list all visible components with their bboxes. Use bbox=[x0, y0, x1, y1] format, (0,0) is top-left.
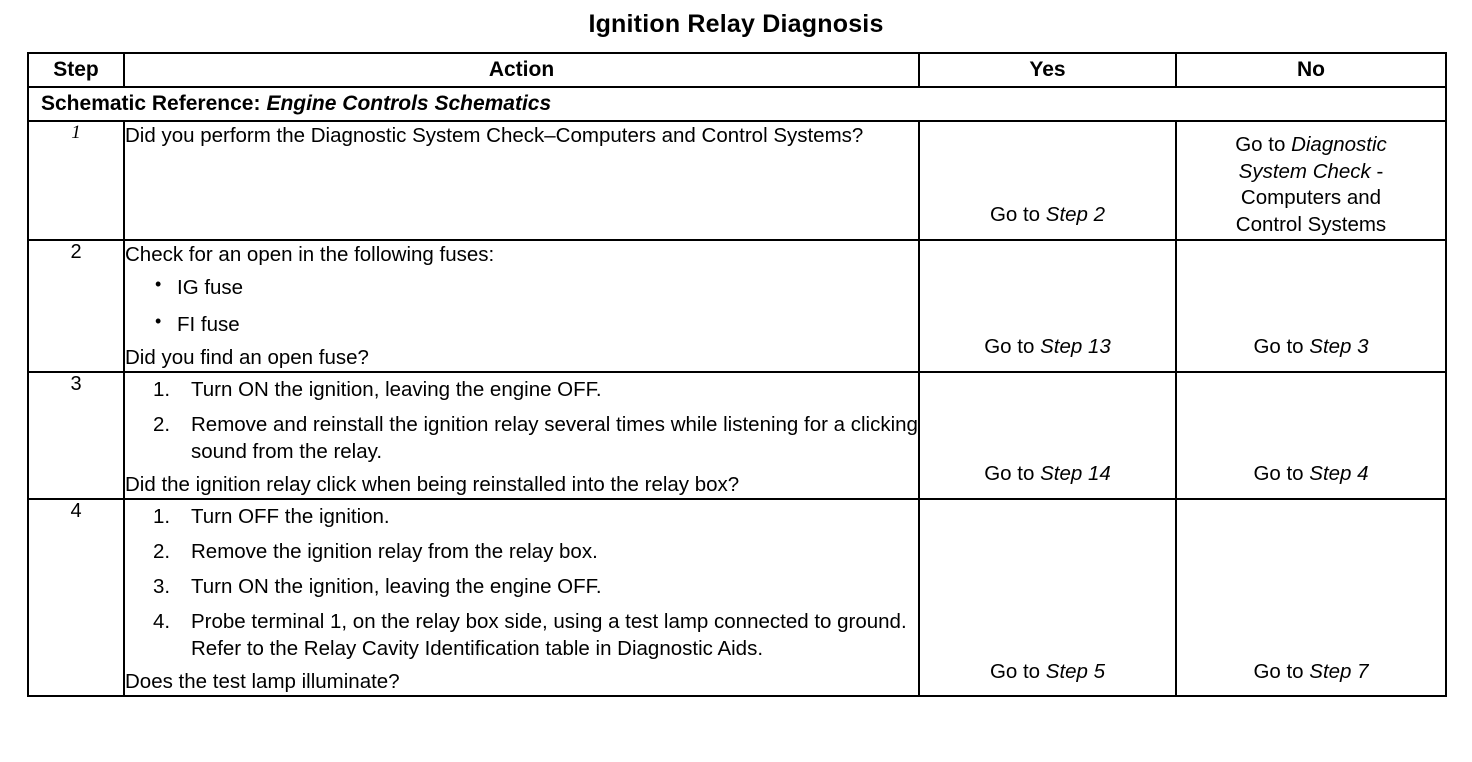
action-numbered-list: Turn ON the ignition, leaving the engine… bbox=[125, 376, 918, 465]
branch-line: Control Systems bbox=[1235, 212, 1387, 236]
row-2-action-cell: Turn ON the ignition, leaving the engine… bbox=[123, 370, 920, 500]
row-0-yes-cell: Go to Step 2 bbox=[918, 120, 1177, 241]
page-title: Ignition Relay Diagnosis bbox=[588, 10, 884, 38]
branch-line: System Check - bbox=[1238, 159, 1384, 183]
action-question-text: Did you find an open fuse? bbox=[125, 345, 369, 369]
branch-target: Diagnostic bbox=[1291, 133, 1387, 156]
row-1-yes-cell: Go to Step 13 bbox=[918, 238, 1177, 373]
branch-target: Step 4 bbox=[1309, 462, 1369, 486]
row-3-action-cell: Turn OFF the ignition. Remove the ignitio… bbox=[123, 497, 920, 698]
branch-target: Step 14 bbox=[1040, 462, 1111, 486]
branch-line: Computers and bbox=[1240, 186, 1382, 210]
branch-target: Step 7 bbox=[1309, 659, 1369, 683]
row-1-step-number: 2 bbox=[27, 238, 125, 373]
branch-line: Go to Step 13 bbox=[984, 335, 1111, 359]
branch-target: Step 5 bbox=[1045, 659, 1106, 683]
table-row: 4 Turn OFF the ignition. Remove the igniti… bbox=[27, 497, 1447, 698]
table-body: Step Action Yes No Schematic Reference:E… bbox=[27, 52, 1447, 698]
schematic-reference-value: Engine Controls Schematics bbox=[266, 92, 552, 115]
row-2-yes-cell: Go to Step 14 bbox=[918, 370, 1177, 500]
row-2-step-number: 3 bbox=[27, 370, 125, 500]
column-header-no: No bbox=[1175, 52, 1447, 88]
branch-target: Step 2 bbox=[1045, 202, 1106, 226]
row-0-action-cell: Did you perform the Diagnostic System Ch… bbox=[123, 120, 920, 241]
branch-line: Go to Diagnostic bbox=[1235, 133, 1387, 156]
schematic-reference-row: Schematic Reference:Engine Controls Sche… bbox=[27, 86, 1447, 122]
list-item: Turn ON the ignition, leaving the engine… bbox=[153, 573, 602, 600]
action-question-text: Did the ignition relay click when being … bbox=[125, 472, 740, 496]
action-question-text: Does the test lamp illuminate? bbox=[125, 670, 400, 694]
action-lead-text: Did you perform the Diagnostic System Ch… bbox=[125, 124, 864, 147]
column-header-step: Step bbox=[27, 52, 125, 88]
row-3-yes-cell: Go to Step 5 bbox=[918, 497, 1177, 698]
list-item: FI fuse bbox=[155, 310, 918, 338]
branch-line: Go to Step 5 bbox=[989, 659, 1106, 683]
row-2-no-cell: Go to Step 4 bbox=[1175, 370, 1447, 500]
branch-target: System Check bbox=[1238, 159, 1371, 183]
row-0-step-number: 1 bbox=[27, 120, 125, 241]
branch-line: Go to Step 4 bbox=[1253, 462, 1369, 486]
list-item: Turn ON the ignition, leaving the engine… bbox=[153, 376, 602, 403]
column-header-action: Action bbox=[123, 52, 920, 88]
branch-line: Go to Step 7 bbox=[1253, 659, 1369, 683]
branch-line: Go to Step 3 bbox=[1253, 335, 1369, 359]
row-1-no-cell: Go to Step 3 bbox=[1175, 238, 1447, 373]
table-header-row: Step Action Yes No bbox=[27, 52, 1447, 88]
diagnosis-table: Step Action Yes No Schematic Reference:E… bbox=[27, 52, 1447, 698]
schematic-reference-label: Schematic Reference: bbox=[41, 92, 261, 115]
branch-target: Step 3 bbox=[1309, 335, 1369, 359]
table-row: 3 Turn ON the ignition, leaving the engin… bbox=[27, 370, 1447, 500]
list-item: Probe terminal 1, on the relay box side,… bbox=[153, 608, 907, 661]
list-item: Remove and reinstall the ignition relay … bbox=[153, 411, 918, 463]
row-1-action-cell: Check for an open in the following fuses… bbox=[123, 238, 920, 373]
list-item: Remove the ignition relay from the relay… bbox=[153, 538, 598, 565]
action-bullet-list: IG fuse FI fuse bbox=[125, 273, 918, 338]
branch-line: Go to Step 2 bbox=[989, 202, 1106, 226]
row-3-step-number: 4 bbox=[27, 497, 125, 698]
action-lead-text: Check for an open in the following fuses… bbox=[125, 242, 495, 266]
row-3-no-cell: Go to Step 7 bbox=[1175, 497, 1447, 698]
action-numbered-list: Turn OFF the ignition. Remove the ignitio… bbox=[125, 503, 918, 662]
branch-target: Step 13 bbox=[1040, 335, 1111, 359]
column-header-yes: Yes bbox=[918, 52, 1177, 88]
list-item: IG fuse bbox=[155, 273, 918, 301]
list-item: Turn OFF the ignition. bbox=[153, 503, 390, 530]
branch-line: Go to Step 14 bbox=[984, 462, 1111, 486]
schematic-reference-cell: Schematic Reference:Engine Controls Sche… bbox=[27, 86, 1447, 122]
